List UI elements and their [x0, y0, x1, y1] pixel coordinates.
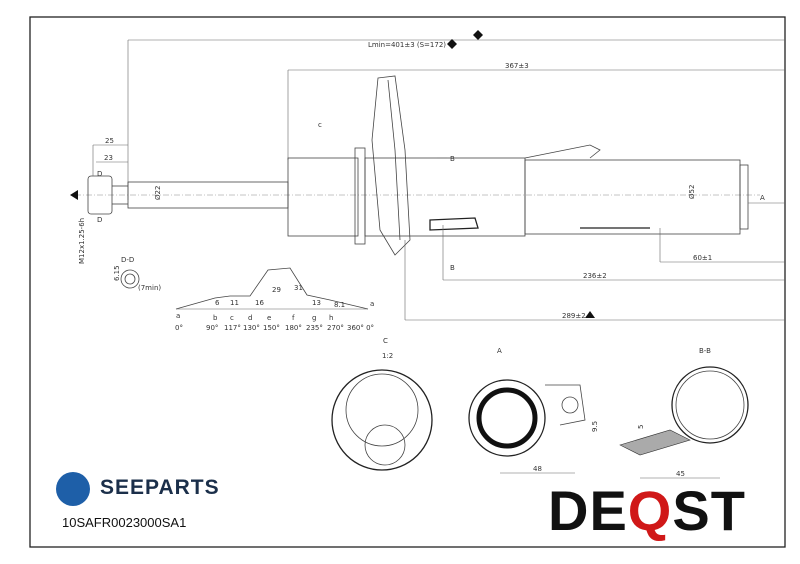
profile-height-label: 11 — [230, 299, 239, 307]
deqst-logo-q: Q — [627, 479, 673, 542]
section-d-top: D — [97, 170, 102, 178]
profile-point-label: h — [329, 314, 333, 322]
view-c-scale: 1:2 — [382, 352, 393, 360]
profile-point-label: e — [267, 314, 271, 322]
upper-body — [287, 157, 359, 237]
spring-seat-bracket — [371, 75, 411, 256]
profile-height-label: 29 — [272, 286, 281, 294]
view-bb-title: B-B — [699, 347, 711, 355]
lower-tube — [524, 159, 741, 235]
dim-60-label: 60±1 — [693, 254, 712, 262]
dd-min: (7min) — [138, 284, 161, 292]
dd-dim: 6.15 — [113, 265, 121, 281]
view-bb-hatched-plate — [619, 429, 691, 456]
profile-height-label: 8.1 — [334, 301, 345, 309]
profile-point-label: f — [292, 314, 295, 322]
view-bb-inner-circle — [675, 370, 745, 440]
dim-236-label: 236±2 — [583, 272, 607, 280]
view-a-dim-95: 9.5 — [591, 421, 599, 432]
profile-point-label: a — [370, 300, 374, 308]
view-bb-dim-45: 45 — [676, 470, 685, 478]
dd-title: D-D — [121, 256, 134, 264]
profile-point-label: a — [176, 312, 180, 320]
profile-curve — [175, 267, 369, 310]
profile-angle-label: 360° 0° — [347, 324, 374, 332]
dim-23-label: 23 — [104, 154, 113, 162]
deqst-logo: DEQST — [548, 478, 746, 543]
thread-label: M12x1.25-6h — [78, 218, 86, 264]
bracket-inner-line — [387, 79, 401, 241]
view-a-arrow-label: A — [760, 194, 765, 202]
profile-point-label: b — [213, 314, 218, 322]
strut-body — [364, 157, 526, 237]
dd-inner-circle — [124, 273, 136, 285]
lmin-label: Lmin=401±3 (S=172) — [368, 41, 446, 49]
view-c-title: C — [383, 337, 388, 345]
section-b-top: B — [450, 155, 455, 163]
profile-point-label: g — [312, 314, 316, 322]
deqst-logo-right: ST — [672, 479, 746, 542]
drawing-frame — [29, 16, 786, 548]
dim-25-label: 25 — [105, 137, 114, 145]
profile-point-label: d — [248, 314, 252, 322]
profile-height-label: 6 — [215, 299, 220, 307]
rod-dia-label: Ø22 — [154, 186, 162, 200]
part-number: 10SAFR0023000SA1 — [62, 515, 187, 530]
deqst-logo-left: DE — [548, 479, 628, 542]
profile-angle-label: 90° — [206, 324, 218, 332]
view-a-bracket-hole — [561, 396, 579, 414]
profile-point-label: c — [230, 314, 234, 322]
profile-height-label: 13 — [312, 299, 321, 307]
profile-angle-label: 235° — [306, 324, 323, 332]
profile-angles: 0° 90° 117° 130° 150° 180° 235° 270° 360… — [175, 324, 374, 332]
tube-end-cap — [739, 164, 749, 230]
view-a-drawing — [468, 379, 546, 457]
profile-heights: 6 11 16 29 31 13 8.1 — [215, 284, 345, 309]
section-b-bottom: B — [450, 264, 455, 272]
spring-seat-flange — [354, 147, 366, 245]
profile-angle-label: 0° — [175, 324, 183, 332]
triangle-marker — [585, 311, 595, 318]
view-c-small-circle — [364, 424, 406, 466]
profile-angle-label: 117° — [224, 324, 241, 332]
profile-angle-label: 180° — [285, 324, 302, 332]
bracket-clip — [524, 144, 601, 159]
nut — [87, 175, 113, 215]
profile-angle-label: 150° — [263, 324, 280, 332]
profile-angle-label: 130° — [243, 324, 260, 332]
view-a-ring — [476, 387, 538, 449]
arrow-marker — [70, 190, 78, 200]
label-c: c — [318, 121, 322, 129]
profile-height-label: 16 — [255, 299, 264, 307]
knuckle-clamp — [429, 217, 479, 231]
diamond-marker — [473, 30, 483, 40]
body-dia-label: Ø52 — [688, 185, 696, 199]
dim-289-label: 289±2 — [562, 312, 586, 320]
view-a-dim-48: 48 — [533, 465, 542, 473]
view-c-inner-circle — [345, 373, 419, 447]
view-c-drawing — [331, 369, 433, 471]
brand-name: SEEPARTS — [100, 476, 220, 499]
view-a-title: A — [497, 347, 502, 355]
dd-section-view — [120, 269, 140, 289]
section-d-bottom: D — [97, 216, 102, 224]
length-367-label: 367±3 — [505, 62, 529, 70]
view-bb-drawing — [671, 366, 749, 444]
view-bb-dim-5: 5 — [637, 425, 645, 429]
seeparts-logo-icon — [56, 472, 90, 506]
profile-height-label: 31 — [294, 284, 303, 292]
view-a-bracket — [545, 384, 586, 426]
diamond-marker — [447, 39, 457, 49]
profile-points: a b c d e f g h a — [176, 300, 374, 322]
profile-angle-label: 270° — [327, 324, 344, 332]
